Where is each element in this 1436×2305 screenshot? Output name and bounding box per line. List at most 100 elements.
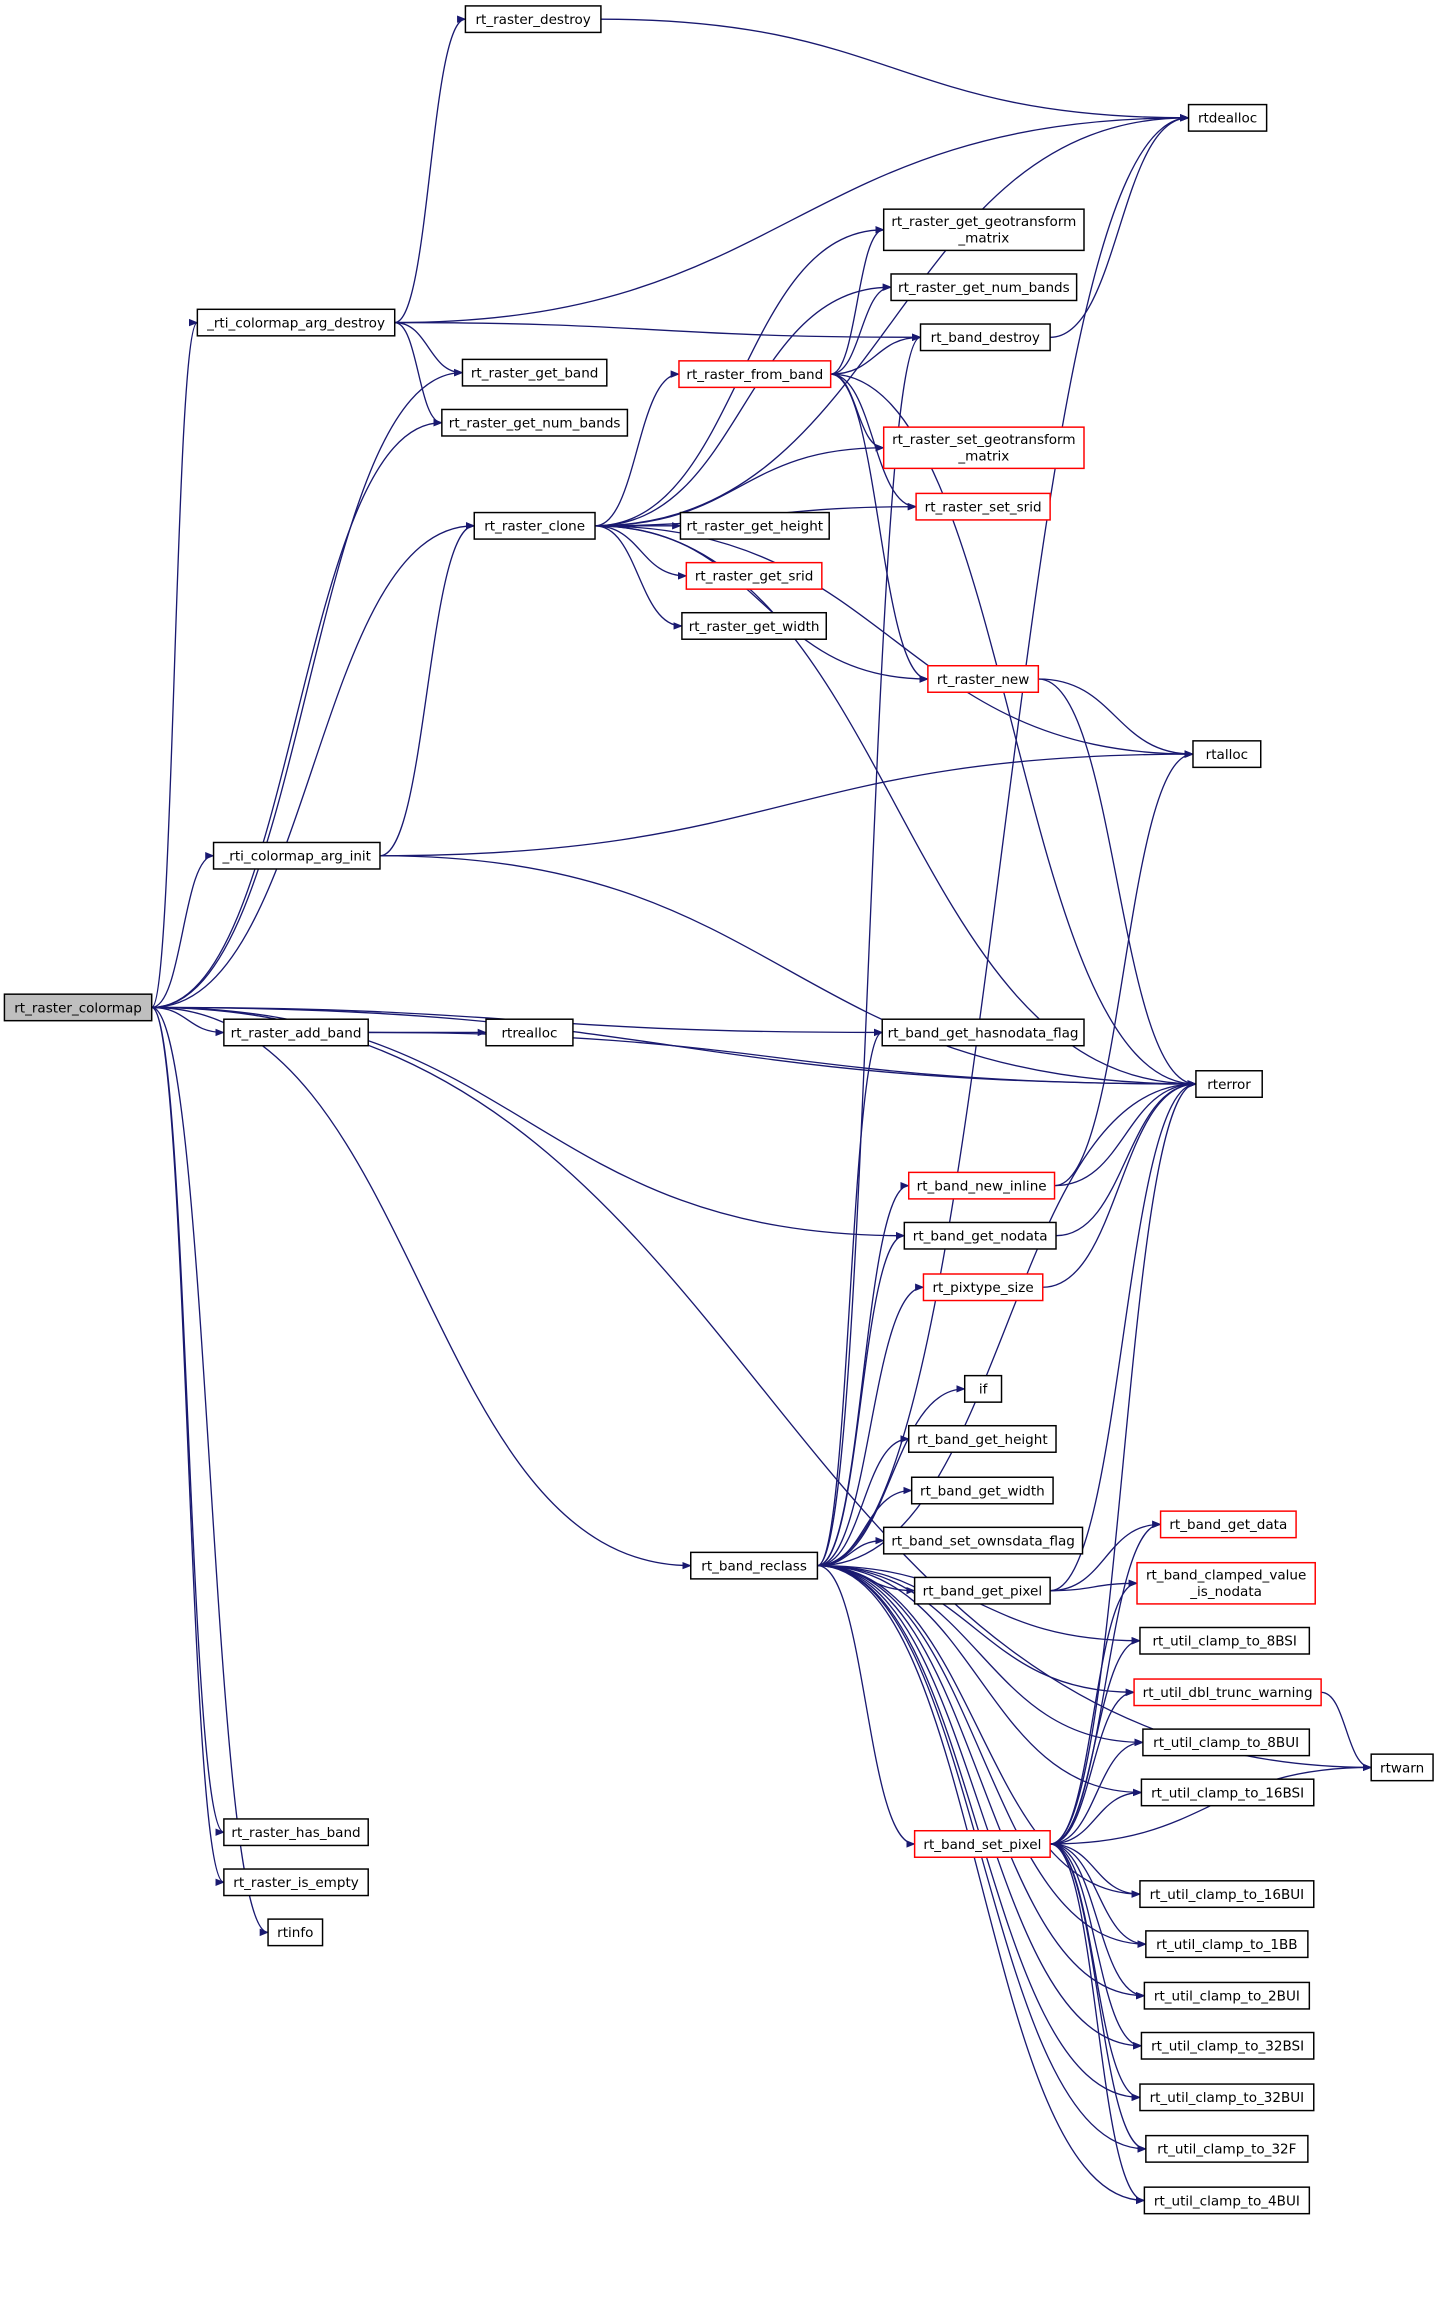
node-from_band[interactable]: rt_raster_from_band [678, 360, 832, 389]
node-rtdealloc[interactable]: rtdealloc [1187, 103, 1268, 132]
node-box[interactable] [685, 561, 823, 590]
node-get_srid[interactable]: rt_raster_get_srid [685, 561, 823, 590]
node-box[interactable] [882, 1526, 1084, 1555]
node-c32bui[interactable]: rt_util_clamp_to_32BUI [1139, 2083, 1315, 2112]
node-box[interactable] [679, 511, 830, 540]
node-box[interactable] [1145, 2134, 1309, 2163]
node-has_band[interactable]: rt_raster_has_band [223, 1818, 369, 1847]
node-c8bui[interactable]: rt_util_clamp_to_8BUI [1142, 1728, 1311, 1757]
node-box[interactable] [1142, 1728, 1311, 1757]
node-clamped[interactable]: rt_band_clamped_value_is_nodata [1136, 1561, 1316, 1605]
node-rtalloc[interactable]: rtalloc [1192, 740, 1262, 769]
node-box[interactable] [212, 841, 381, 870]
node-set_srid[interactable]: rt_raster_set_srid [915, 492, 1051, 521]
node-reclass[interactable]: rt_band_reclass [690, 1551, 819, 1580]
node-box[interactable] [461, 358, 608, 387]
node-box[interactable] [690, 1551, 819, 1580]
node-box[interactable] [1140, 1778, 1315, 1807]
node-c16bui[interactable]: rt_util_clamp_to_16BUI [1139, 1880, 1315, 1909]
node-box[interactable] [223, 1868, 369, 1897]
node-box[interactable] [882, 208, 1085, 252]
node-dbl_trunc[interactable]: rt_util_dbl_trunc_warning [1133, 1678, 1322, 1707]
node-box[interactable] [1140, 2031, 1315, 2060]
node-box[interactable] [1370, 1753, 1434, 1782]
node-box[interactable] [1159, 1510, 1297, 1539]
node-raster_destroy[interactable]: rt_raster_destroy [464, 5, 602, 34]
node-c32bsi[interactable]: rt_util_clamp_to_32BSI [1140, 2031, 1315, 2060]
node-box[interactable] [903, 1221, 1057, 1250]
node-get_num_bands_r[interactable]: rt_raster_get_num_bands [890, 273, 1078, 302]
node-get_geo[interactable]: rt_raster_get_geotransform_matrix [882, 208, 1085, 252]
node-box[interactable] [1143, 1981, 1311, 2010]
node-set_pixel[interactable]: rt_band_set_pixel [913, 1829, 1051, 1858]
node-new_inline[interactable]: rt_band_new_inline [907, 1171, 1056, 1200]
node-get_data[interactable]: rt_band_get_data [1159, 1510, 1297, 1539]
node-box[interactable] [223, 1018, 369, 1047]
node-box[interactable] [678, 360, 832, 389]
node-box[interactable] [1187, 103, 1268, 132]
node-get_num_bands_l[interactable]: rt_raster_get_num_bands [441, 408, 629, 437]
node-band_destroy[interactable]: rt_band_destroy [919, 323, 1051, 352]
node-rtrealloc[interactable]: rtrealloc [485, 1018, 574, 1047]
node-box[interactable] [1143, 2186, 1311, 2215]
node-box[interactable] [913, 1576, 1051, 1605]
node-box[interactable] [1192, 740, 1262, 769]
node-ownsdata[interactable]: rt_band_set_ownsdata_flag [882, 1526, 1084, 1555]
node-c2bui[interactable]: rt_util_clamp_to_2BUI [1143, 1981, 1311, 2010]
node-rtinfo[interactable]: rtinfo [267, 1918, 324, 1947]
node-box[interactable] [1145, 1930, 1309, 1959]
node-c1bb[interactable]: rt_util_clamp_to_1BB [1145, 1930, 1309, 1959]
node-c4bui[interactable]: rt_util_clamp_to_4BUI [1143, 2186, 1311, 2215]
node-box[interactable] [473, 511, 596, 540]
node-box[interactable] [915, 492, 1051, 521]
node-box[interactable] [907, 1171, 1056, 1200]
node-arg_destroy[interactable]: _rti_colormap_arg_destroy [196, 308, 396, 337]
node-box[interactable] [196, 308, 396, 337]
node-set_geo[interactable]: rt_raster_set_geotransform_matrix [882, 426, 1085, 470]
node-box[interactable] [1139, 1880, 1315, 1909]
node-box[interactable] [890, 273, 1078, 302]
node-colormap[interactable]: rt_raster_colormap [3, 993, 153, 1022]
node-box[interactable] [464, 5, 602, 34]
node-is_empty[interactable]: rt_raster_is_empty [223, 1868, 369, 1897]
node-box[interactable] [1139, 2083, 1315, 2112]
node-box[interactable] [907, 1424, 1057, 1453]
node-get_pixel[interactable]: rt_band_get_pixel [913, 1576, 1051, 1605]
node-rterror[interactable]: rterror [1195, 1070, 1263, 1099]
node-add_band[interactable]: rt_raster_add_band [223, 1018, 369, 1047]
node-box[interactable] [1136, 1561, 1316, 1605]
node-c16bsi[interactable]: rt_util_clamp_to_16BSI [1140, 1778, 1315, 1807]
node-box[interactable] [881, 1018, 1085, 1047]
node-box[interactable] [3, 993, 153, 1022]
node-box[interactable] [922, 1273, 1044, 1302]
node-c32f[interactable]: rt_util_clamp_to_32F [1145, 2134, 1309, 2163]
node-raster_new[interactable]: rt_raster_new [927, 664, 1040, 693]
node-box[interactable] [485, 1018, 574, 1047]
node-box[interactable] [223, 1818, 369, 1847]
node-box[interactable] [910, 1476, 1054, 1505]
node-band_width[interactable]: rt_band_get_width [910, 1476, 1054, 1505]
node-band_height[interactable]: rt_band_get_height [907, 1424, 1057, 1453]
node-box[interactable] [913, 1829, 1051, 1858]
node-box[interactable] [441, 408, 629, 437]
node-box[interactable] [267, 1918, 324, 1947]
node-box[interactable] [1195, 1070, 1263, 1099]
node-box[interactable] [927, 664, 1040, 693]
node-get_nodata[interactable]: rt_band_get_nodata [903, 1221, 1057, 1250]
node-box[interactable] [882, 426, 1085, 470]
node-get_height[interactable]: rt_raster_get_height [679, 511, 830, 540]
node-box[interactable] [1139, 1626, 1311, 1655]
node-box[interactable] [919, 323, 1051, 352]
node-get_band[interactable]: rt_raster_get_band [461, 358, 608, 387]
node-hasnodata[interactable]: rt_band_get_hasnodata_flag [881, 1018, 1085, 1047]
node-pixtype_size[interactable]: rt_pixtype_size [922, 1273, 1044, 1302]
node-box[interactable] [963, 1374, 1003, 1403]
node-clone[interactable]: rt_raster_clone [473, 511, 596, 540]
node-box[interactable] [1133, 1678, 1322, 1707]
node-if[interactable]: if [963, 1374, 1003, 1403]
node-box[interactable] [681, 611, 827, 640]
node-arg_init[interactable]: _rti_colormap_arg_init [212, 841, 381, 870]
node-get_width[interactable]: rt_raster_get_width [681, 611, 827, 640]
node-c8bsi[interactable]: rt_util_clamp_to_8BSI [1139, 1626, 1311, 1655]
node-rtwarn[interactable]: rtwarn [1370, 1753, 1434, 1782]
